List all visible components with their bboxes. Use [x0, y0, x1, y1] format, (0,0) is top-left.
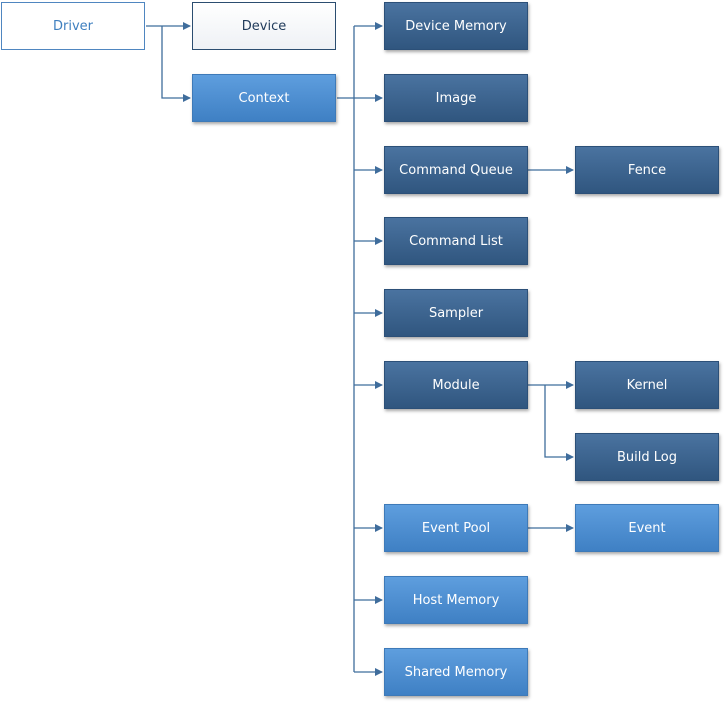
- node-driver[interactable]: Driver: [1, 2, 145, 50]
- node-build-log[interactable]: Build Log: [575, 433, 719, 481]
- node-device[interactable]: Device: [192, 2, 336, 50]
- node-fence[interactable]: Fence: [575, 146, 719, 194]
- node-sampler[interactable]: Sampler: [384, 289, 528, 337]
- node-command-list[interactable]: Command List: [384, 217, 528, 265]
- edge-module-build-log: [544, 385, 574, 461]
- node-context[interactable]: Context: [192, 74, 336, 122]
- node-kernel[interactable]: Kernel: [575, 361, 719, 409]
- node-event[interactable]: Event: [575, 504, 719, 552]
- node-command-queue[interactable]: Command Queue: [384, 146, 528, 194]
- edge-driver-context: [161, 26, 191, 102]
- node-device-memory[interactable]: Device Memory: [384, 2, 528, 50]
- node-shared-memory[interactable]: Shared Memory: [384, 648, 528, 696]
- node-module[interactable]: Module: [384, 361, 528, 409]
- node-image[interactable]: Image: [384, 74, 528, 122]
- node-event-pool[interactable]: Event Pool: [384, 504, 528, 552]
- node-host-memory[interactable]: Host Memory: [384, 576, 528, 624]
